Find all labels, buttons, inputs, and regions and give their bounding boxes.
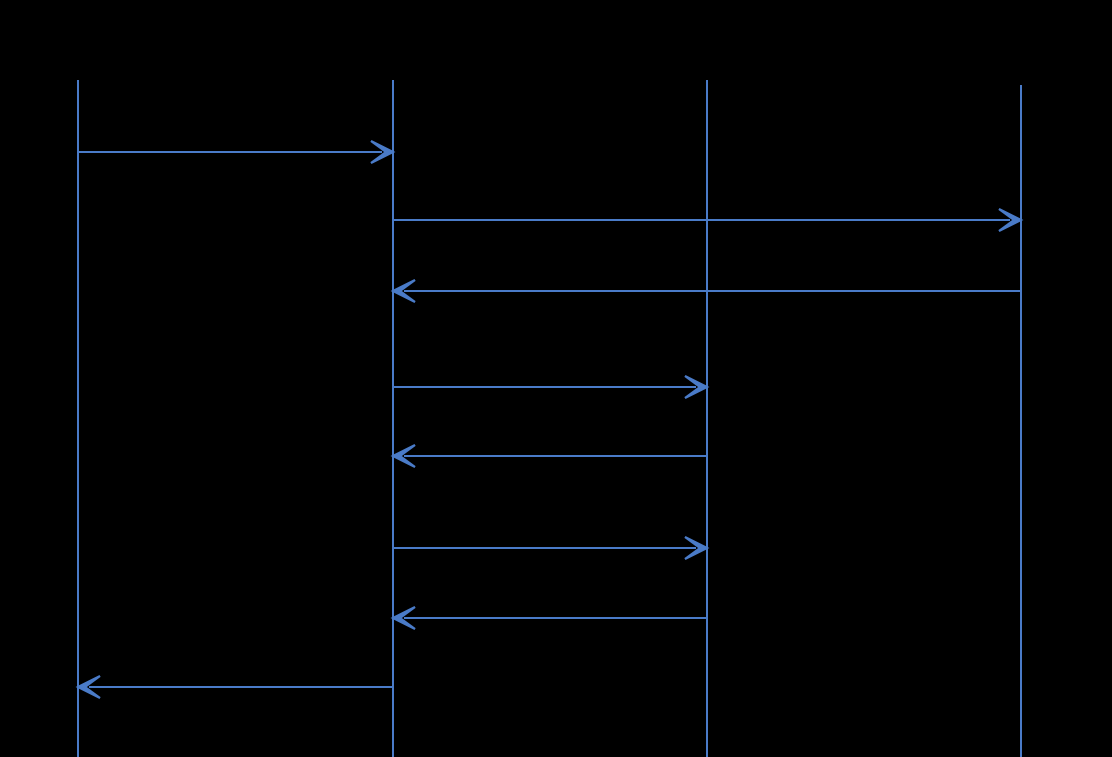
message-arrowhead-4 bbox=[684, 375, 710, 399]
message-arrowhead-5 bbox=[390, 444, 416, 468]
message-arrowhead-8 bbox=[75, 675, 101, 699]
lifelines-group bbox=[76, 80, 1023, 757]
message-arrowhead-7 bbox=[390, 606, 416, 630]
message-arrowhead-3 bbox=[390, 279, 416, 303]
messages-group bbox=[75, 140, 1024, 699]
message-arrowhead-6 bbox=[684, 536, 710, 560]
message-arrowhead-1 bbox=[370, 140, 396, 164]
message-arrowhead-2 bbox=[998, 208, 1024, 232]
